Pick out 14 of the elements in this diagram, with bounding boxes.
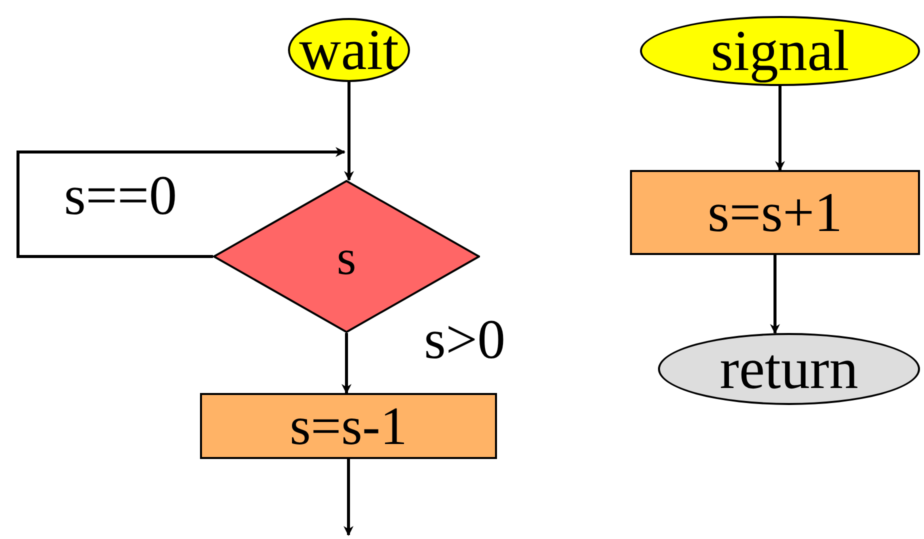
arrow [344,459,354,536]
arrow [775,86,785,171]
node-label: s [336,232,356,282]
node-label: s=s+1 [708,184,842,240]
arrow [770,255,780,334]
node-label: return [720,340,858,398]
node-label: signal [710,22,850,80]
arrow [342,333,352,394]
process-box [200,393,497,459]
node-label: s=s-1 [290,399,408,453]
arrow [16,147,346,258]
process-box [630,170,920,255]
node-label: wait [299,21,399,79]
arrow [344,82,354,181]
